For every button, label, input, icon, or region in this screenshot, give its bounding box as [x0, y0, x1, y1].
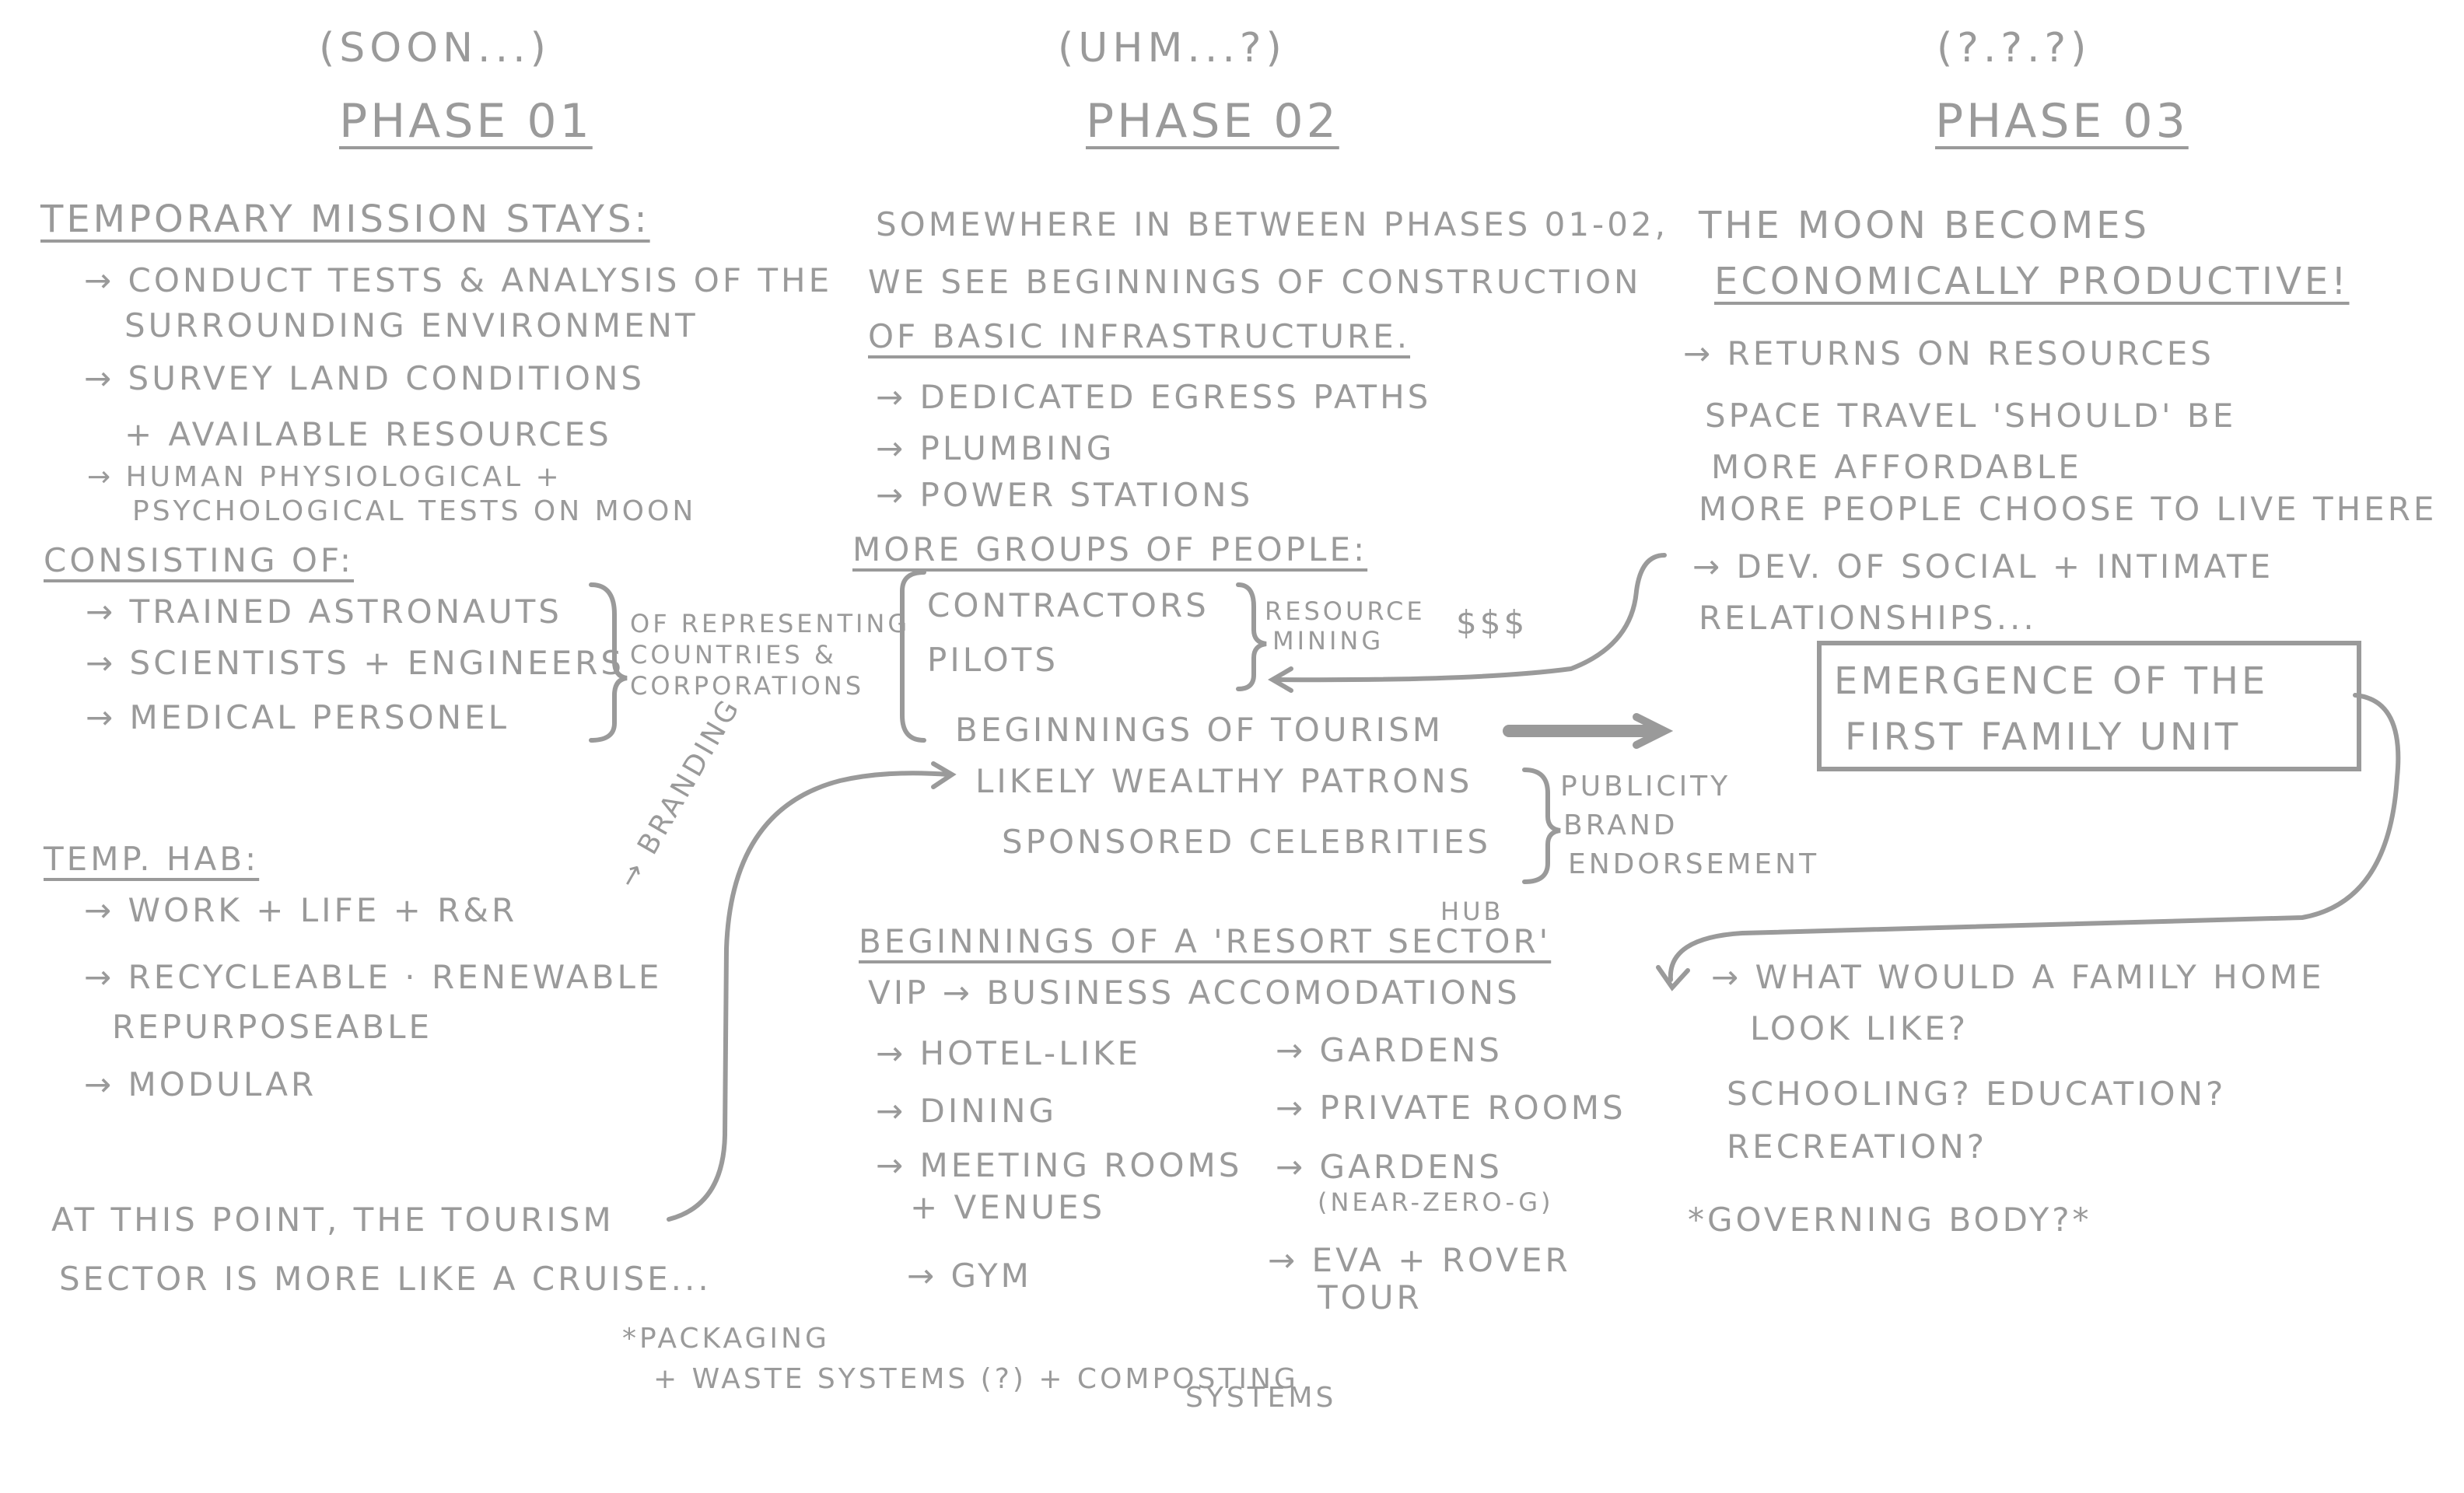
phase03-item: MORE PEOPLE CHOOSE TO LIVE THERE — [1699, 490, 2438, 528]
resort-right-item: → EVA + ROVER — [1268, 1241, 1571, 1279]
packaging-note: *PACKAGING — [622, 1323, 830, 1355]
resort-left-item: → MEETING ROOMS — [876, 1146, 1243, 1184]
infra-item: → POWER STATIONS — [876, 476, 1254, 514]
phase01-item: PSYCHOLOGICAL TESTS ON MOON — [132, 495, 697, 527]
resort-left-item: → DINING — [876, 1092, 1058, 1130]
hab-heading: TEMP. HAB: — [44, 840, 260, 878]
phase01-item: → HUMAN PHYSIOLOGICAL + — [87, 461, 562, 493]
packaging-note: SYSTEMS — [1185, 1382, 1337, 1414]
groups-item: PILOTS — [927, 641, 1059, 679]
resort-left-item: → HOTEL-LIKE — [876, 1034, 1142, 1072]
infra-item: → DEDICATED EGRESS PATHS — [876, 378, 1432, 416]
groups-bracket-left — [900, 570, 926, 743]
patrons-label: LIKELY WEALTHY PATRONS — [975, 762, 1473, 800]
branding-curve — [667, 771, 951, 1222]
phase03-item: MORE AFFORDABLE — [1711, 448, 2082, 486]
phase03-question: RECREATION? — [1727, 1128, 1988, 1166]
family-box-text: FIRST FAMILY UNIT — [1845, 715, 2242, 759]
groups-item: CONTRACTORS — [927, 586, 1209, 624]
phase02-title: PHASE 02 — [1086, 94, 1339, 149]
phase03-question: SCHOOLING? EDUCATION? — [1727, 1075, 2227, 1113]
family-box-text: EMERGENCE OF THE — [1834, 659, 2269, 703]
phase01-item: SURROUNDING ENVIRONMENT — [124, 306, 698, 344]
phase03-title: PHASE 03 — [1935, 94, 2189, 149]
phase02-intro: SOMEWHERE IN BETWEEN PHASES 01-02, — [876, 205, 1668, 243]
phase02-note: (UHM...?) — [1058, 25, 1286, 72]
phase01-note: (SOON...) — [319, 25, 551, 72]
phase02-intro: OF BASIC INFRASTRUCTURE. — [868, 317, 1411, 355]
resort-right-item: TOUR — [1318, 1278, 1423, 1316]
phase01-item: → SURVEY LAND CONDITIONS — [84, 359, 646, 397]
vip-line: VIP → BUSINESS ACCOMODATIONS — [868, 974, 1521, 1012]
resort-heading: BEGINNINGS OF A 'RESORT SECTOR' — [859, 922, 1552, 960]
phase03-item: RELATIONSHIPS... — [1699, 599, 2037, 637]
resort-right-item: → PRIVATE ROOMS — [1276, 1089, 1626, 1127]
money-label: $$$ — [1456, 603, 1528, 642]
phase03-intro-productive: ECONOMICALLY PRODUCTIVE! — [1714, 260, 2350, 303]
resource-note: RESOURCE — [1265, 596, 1426, 626]
resource-brace — [1236, 582, 1267, 691]
phase03-intro: THE MOON BECOMES — [1699, 204, 2150, 247]
infra-item: → PLUMBING — [876, 429, 1115, 467]
phase01-heading: TEMPORARY MISSION STAYS: — [40, 198, 650, 241]
publicity-note: ENDORSEMENT — [1568, 848, 1820, 880]
groups-heading: MORE GROUPS OF PEOPLE: — [852, 530, 1368, 568]
celebrities-label: SPONSORED CELEBRITIES — [1002, 823, 1492, 861]
consisting-note: COUNTRIES & — [630, 640, 837, 670]
phase01-item: → CONDUCT TESTS & ANALYSIS OF THE — [84, 261, 833, 299]
hab-item: REPURPOSEABLE — [112, 1008, 433, 1046]
resource-note: MINING — [1272, 626, 1384, 656]
resort-right-item: (NEAR-ZERO-G) — [1318, 1187, 1554, 1217]
phase03-item: → RETURNS ON RESOURCES — [1683, 334, 2214, 372]
phase03-item: → DEV. OF SOCIAL + INTIMATE — [1692, 547, 2274, 586]
phase03-note: (?.?.?) — [1937, 25, 2091, 72]
consisting-brace — [589, 582, 628, 743]
hab-item: → WORK + LIFE + R&R — [84, 891, 518, 929]
groups-item: BEGINNINGS OF TOURISM — [955, 711, 1444, 749]
phase01-item: + AVAILABLE RESOURCES — [124, 415, 612, 453]
publicity-brace — [1522, 767, 1561, 884]
phase02-intro: WE SEE BEGINNINGS OF CONSTRUCTION — [868, 263, 1642, 301]
phase03-question: *GOVERNING BODY?* — [1688, 1201, 2092, 1239]
social-arrow — [1273, 553, 1667, 683]
family-connector — [1668, 693, 2401, 982]
resort-left-item: → GYM — [907, 1257, 1032, 1295]
tourism-note: SECTOR IS MORE LIKE A CRUISE... — [59, 1260, 712, 1298]
tourism-note: AT THIS POINT, THE TOURISM — [51, 1201, 614, 1239]
family-box — [1817, 641, 2361, 771]
consisting-note: OF REPRESENTING — [630, 609, 911, 638]
consisting-item: → TRAINED ASTRONAUTS — [86, 593, 562, 631]
consisting-item: → MEDICAL PERSONEL — [86, 698, 509, 736]
consisting-heading: CONSISTING OF: — [44, 541, 354, 579]
hub-label: HUB — [1440, 897, 1504, 926]
consisting-note: CORPORATIONS — [630, 671, 865, 701]
resort-right-item: → GARDENS — [1276, 1148, 1503, 1186]
phase03-question: → WHAT WOULD A FAMILY HOME — [1711, 958, 2325, 996]
publicity-note: BRAND — [1563, 809, 1678, 841]
phase03-item: SPACE TRAVEL 'SHOULD' BE — [1705, 397, 2237, 435]
hab-item: → RECYCLEABLE · RENEWABLE — [84, 958, 663, 996]
phase01-title: PHASE 01 — [339, 94, 593, 149]
publicity-note: PUBLICITY — [1560, 771, 1731, 802]
hab-item: → MODULAR — [84, 1065, 317, 1103]
resort-left-item: + VENUES — [910, 1188, 1106, 1226]
phase03-question: LOOK LIKE? — [1750, 1009, 1969, 1047]
resort-right-item: → GARDENS — [1276, 1031, 1503, 1069]
consisting-item: → SCIENTISTS + ENGINEERS — [86, 644, 625, 682]
packaging-note: + WASTE SYSTEMS (?) + COMPOSTING — [653, 1363, 1299, 1395]
